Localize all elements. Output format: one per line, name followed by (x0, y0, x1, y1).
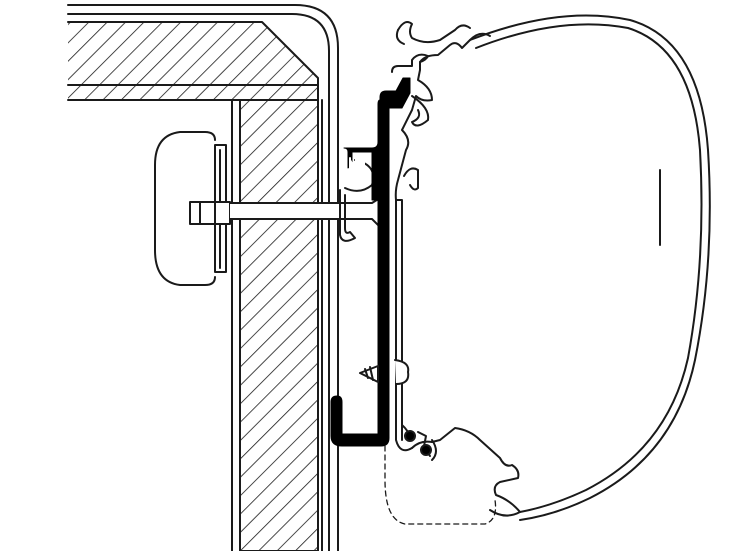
screw (359, 359, 410, 385)
bolt (189, 194, 386, 233)
awning-rail-profile (391, 21, 491, 452)
adapter-bracket (330, 77, 411, 447)
wall-ceiling (67, 4, 339, 551)
wall-side (231, 99, 323, 551)
dashed-outline (384, 445, 497, 525)
awning-cassette (401, 14, 711, 521)
